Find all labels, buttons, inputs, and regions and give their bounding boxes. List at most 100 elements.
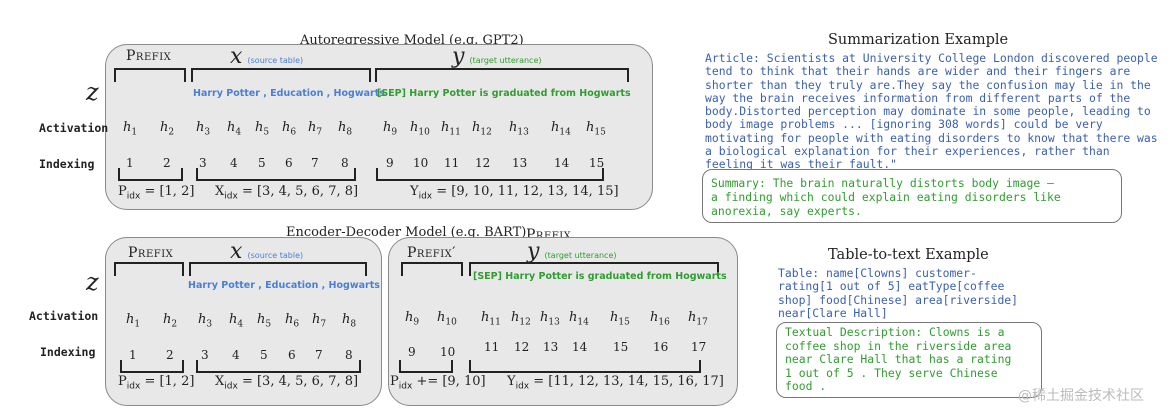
bottom-p-idx-value: = [1, 2] [144,374,195,389]
top-y-var: y [452,44,465,69]
index-1: 1 [129,348,137,362]
bottom-source-sequence: Harry Potter , Education , Hogwarts [188,280,380,291]
table-line: shop] food[Chinese] area[riverside] [778,292,1019,307]
bottom-x-idx-value: = [3, 4, 5, 6, 7, 8] [241,374,359,389]
activation-h8: h8 [342,312,357,330]
activation-h14: h14 [551,120,571,138]
bottom-z-symbol: z [86,268,99,296]
article-line: tend to think that their hands are wider… [705,64,1131,79]
table-line: near[Clare Hall] [778,305,888,320]
activation-h1: h1 [126,312,141,330]
description-line: 1 out of 5 . They serve Chinese [785,365,998,380]
bottom-x-note: (source table) [247,251,304,260]
bottom-p2-idx-value: += [9, 10] [416,374,486,389]
activation-h11: h11 [481,310,501,328]
index-10: 10 [413,156,429,170]
top-y-idx-value: = [9, 10, 11, 12, 13, 14, 15] [436,184,619,199]
top-indexing-label: Indexing [39,157,95,171]
activation-h13: h13 [540,310,560,328]
top-source-sequence: Harry Potter , Education , Hogwarts [193,88,385,99]
summary-line: a finding which could explain eating dis… [711,190,1061,204]
activation-h15: h15 [610,310,630,328]
index-6: 6 [285,156,293,170]
description-line: Textual Description: Clowns is a [785,325,1005,339]
bottom-y-idx: Yidx = [11, 12, 13, 14, 15, 16, 17] [507,374,724,392]
article-line: feeling it was their fault." [705,157,898,172]
top-x-idx: Xidx = [3, 4, 5, 6, 7, 8] [215,184,359,202]
top-x-idx-value: = [3, 4, 5, 6, 7, 8] [241,184,359,199]
article-line: body.Distorted perception may dominate i… [705,104,1151,119]
index-8: 8 [345,348,353,362]
index-3: 3 [201,348,209,362]
activation-h6: h6 [282,120,297,138]
summary-line: anorexia, say experts. [711,204,862,218]
activation-h12: h12 [511,310,531,328]
table-to-text-heading: Table-to-text Example [828,247,989,263]
bottom-activation-label: Activation [29,309,99,323]
index-5: 5 [260,348,268,362]
index-4: 4 [230,156,238,170]
top-p-idx-value: = [1, 2] [144,184,195,199]
index-4: 4 [232,348,240,362]
encoder-panel [105,237,382,406]
top-z-symbol: z [86,78,99,106]
activation-h10: h10 [437,310,457,328]
article-line: body image problems ... [ignoring 308 wo… [705,117,1103,132]
index-10: 10 [440,345,456,359]
description-line: near Clare Hall that has a rating [785,352,1012,366]
activation-h4: h4 [229,312,244,330]
autoregressive-panel [105,44,653,210]
activation-h5: h5 [255,120,270,138]
activation-h11: h11 [441,120,461,138]
summary-line: Summary: The brain naturally distorts bo… [711,176,1054,190]
index-11: 11 [484,340,500,354]
activation-h8: h8 [338,120,353,138]
decoder-panel [388,237,738,406]
bottom-p2-idx: Pidx += [9, 10] [390,374,486,392]
activation-h15: h15 [586,120,606,138]
index-13: 13 [543,340,559,354]
summarization-article: Article: Scientists at University Colleg… [705,51,1158,172]
description-line: food . [785,379,827,393]
activation-h3: h3 [196,120,211,138]
top-y-label: y (target utterance) [452,44,542,69]
article-line: shorter than they truly are.They say the… [705,77,1151,92]
article-line: Article: Scientists at University Colleg… [705,51,1158,65]
watermark: @稀土掘金技术社区 [1018,388,1144,404]
index-2: 2 [163,156,171,170]
index-16: 16 [653,340,669,354]
activation-h16: h16 [650,310,670,328]
index-2: 2 [166,348,174,362]
index-7: 7 [315,348,323,362]
index-11: 11 [444,156,460,170]
top-prefix-label: Prefix [126,48,172,64]
index-8: 8 [341,156,349,170]
bottom-x-var: x [230,239,243,264]
article-line: a biological explanation for their exper… [705,144,1110,159]
activation-h12: h12 [472,120,492,138]
table-to-text-table: Table: name[Clowns] customer-rating[1 ou… [778,266,1019,320]
summarization-summary: Summary: The brain naturally distorts bo… [711,176,1061,218]
top-y-idx: Yidx = [9, 10, 11, 12, 13, 14, 15] [410,184,619,202]
top-y-note: (target utterance) [469,56,542,65]
bottom-x-idx: Xidx = [3, 4, 5, 6, 7, 8] [215,374,359,392]
table-line: rating[1 out of 5] eatType[coffee [778,279,1005,294]
bottom-y-idx-value: = [11, 12, 13, 14, 15, 16, 17] [533,374,724,389]
activation-h10: h10 [410,120,430,138]
bottom-target-sequence: [SEP] Harry Potter is graduated from Hog… [473,271,727,282]
index-14: 14 [554,156,570,170]
bottom-prefix2-label: Prefix′ [407,245,456,261]
activation-h7: h7 [312,312,327,330]
index-14: 14 [572,340,588,354]
index-5: 5 [258,156,266,170]
bottom-y-var: y [527,239,540,264]
top-p-idx: Pidx = [1, 2] [118,184,195,202]
activation-h9: h9 [405,310,420,328]
index-9: 9 [386,156,394,170]
activation-h2: h2 [160,120,175,138]
bottom-indexing-label: Indexing [40,345,96,359]
bottom-panel-title: Encoder-Decoder Model (e.g. BART) [286,225,527,240]
activation-h17: h17 [688,310,708,328]
